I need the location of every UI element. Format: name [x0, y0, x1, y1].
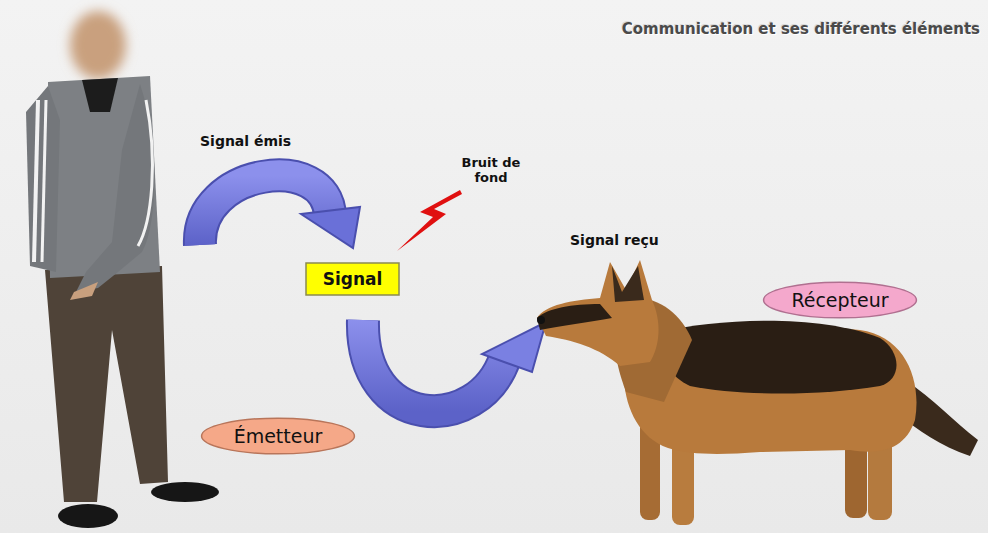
sender-ellipse: Émetteur	[200, 417, 356, 455]
node-text: Récepteur	[791, 289, 888, 311]
receiver-ellipse: Récepteur	[762, 281, 918, 319]
diagram-title: Communication et ses différents éléments	[622, 20, 980, 38]
signal-label: Signal émis	[200, 133, 291, 149]
ellipse-shape	[202, 418, 355, 454]
signal-box: Signal	[305, 262, 400, 296]
ellipse-shape	[764, 282, 917, 318]
rect-shape	[306, 263, 399, 295]
noise-bolt	[397, 190, 462, 251]
signal-arrows	[200, 175, 546, 411]
noise-label: Bruit de fond	[450, 156, 532, 186]
node-text: Signal	[323, 269, 383, 289]
man-figure	[26, 11, 219, 528]
dog-figure	[537, 260, 978, 525]
node-text: Émetteur	[234, 425, 323, 447]
signal-label: Signal reçu	[570, 232, 659, 248]
